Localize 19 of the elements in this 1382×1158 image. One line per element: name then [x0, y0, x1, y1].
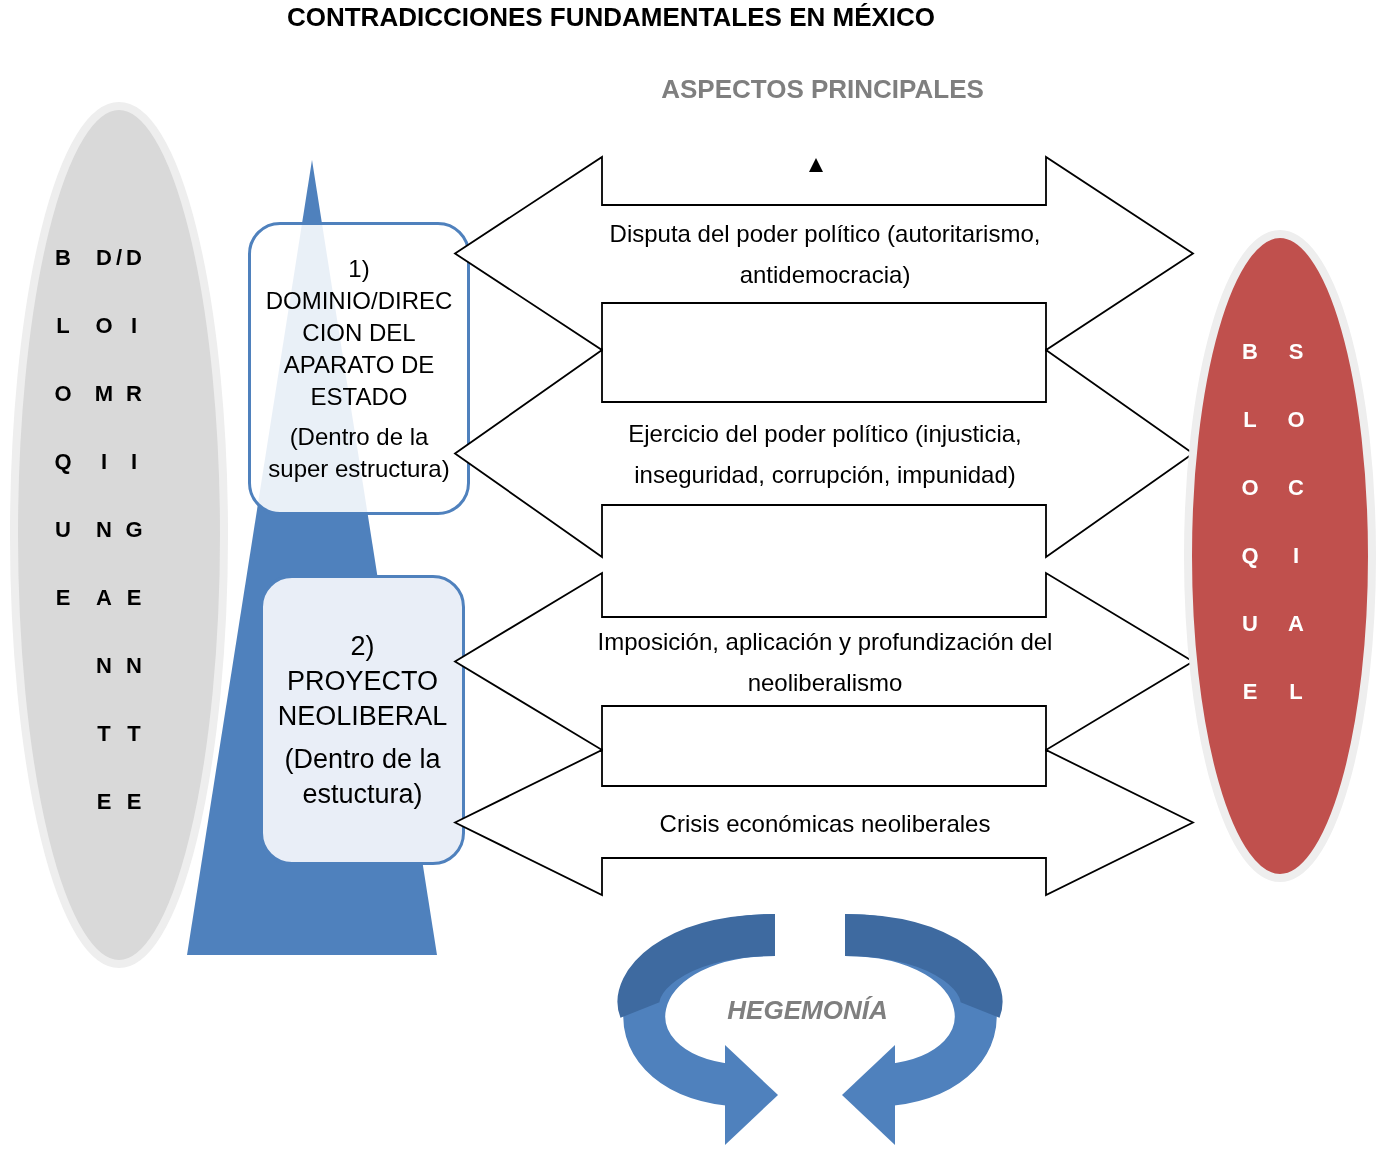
box-text: (Dentro de la estuctura) — [283, 742, 442, 811]
arrow-text: Disputa del poder político (autoritarismo, antidemocracia) — [608, 218, 1042, 290]
box-text: 1) DOMINIO/DIRECCION DEL APARATO DE ESTADO — [264, 253, 454, 412]
box-text: 2) PROYECTO NEOLIBERAL — [276, 629, 449, 733]
vertical-text: DIRIGENTE — [124, 244, 144, 816]
vertical-text: SOCIAL — [1286, 338, 1306, 706]
arrow-text: Crisis económicas neoliberales — [658, 808, 992, 838]
rounded-box — [248, 222, 470, 515]
title: CONTRADICCIONES FUNDAMENTALES EN MÉXICO — [285, 2, 937, 33]
box-text: (Dentro de la super estructura) — [267, 421, 451, 484]
hegemony-text: HEGEMONÍA — [726, 995, 889, 1026]
arrow-text: Imposición, aplicación y profundización del neoliberalismo — [596, 626, 1054, 698]
rounded-box — [260, 575, 465, 865]
heading: ASPECTOS PRINCIPALES — [660, 74, 985, 105]
arrow-text: Ejercicio del poder político (injusticia, inseguridad, corrupción, impunidad) — [627, 418, 1023, 490]
vertical-text: DOMINANTE — [93, 244, 115, 816]
vertical-text: BLOQUE — [1240, 338, 1260, 706]
vertical-text: BLOQUE — [53, 244, 73, 612]
vertical-text: / — [114, 244, 124, 272]
